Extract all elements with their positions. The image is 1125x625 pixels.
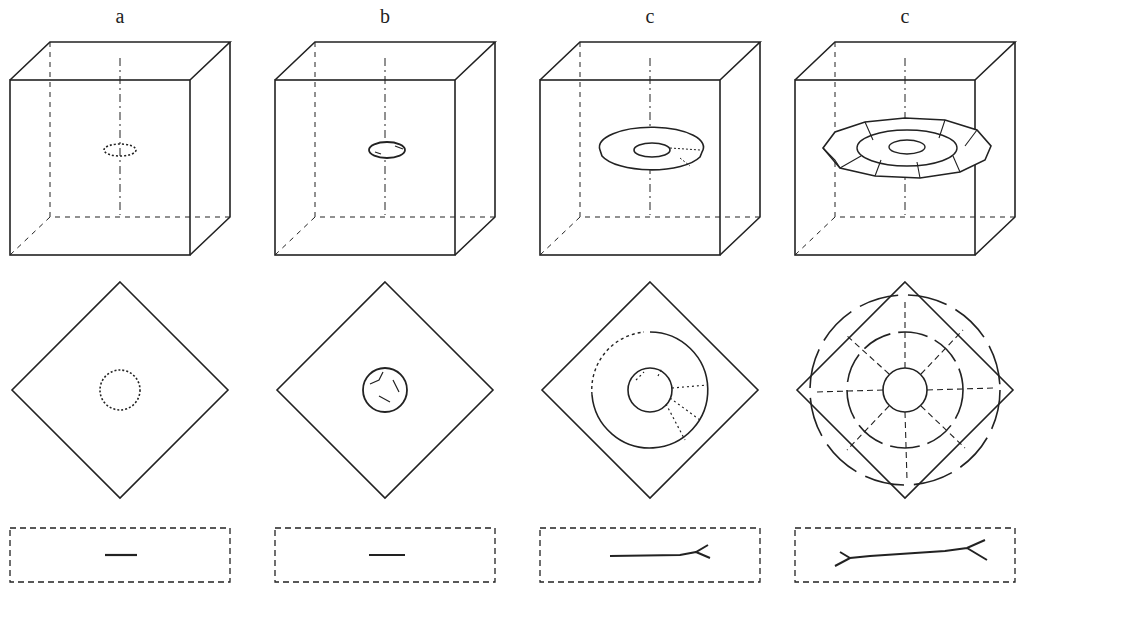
panel-letter: b xyxy=(380,6,390,26)
panel-b-figure xyxy=(275,42,495,582)
panel-letter: a xyxy=(116,6,125,26)
panel-letter: c xyxy=(646,6,655,26)
panel-a-figure xyxy=(10,42,230,582)
panel-letter: c xyxy=(901,6,910,26)
panel-c-figure xyxy=(540,42,760,582)
panel-d-figure xyxy=(795,42,1015,582)
